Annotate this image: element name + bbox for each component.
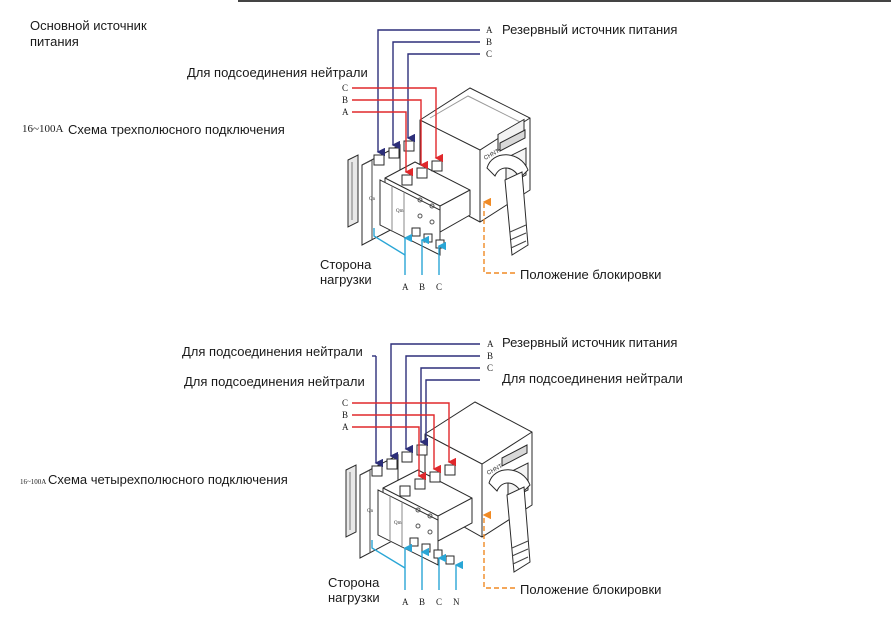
operating-handle xyxy=(488,469,531,494)
phase-label: C xyxy=(486,49,493,59)
current-range: 16~100A xyxy=(22,123,64,135)
qn-mark: Qn xyxy=(367,509,374,514)
phase-label: A xyxy=(487,339,494,349)
backup-lines xyxy=(352,402,456,481)
primary-line-a xyxy=(389,343,480,461)
load-side-label: Сторона xyxy=(328,575,380,590)
backup-line-c xyxy=(352,87,443,163)
diagram-title: Схема четырехполюсного подключения xyxy=(48,472,288,487)
backup-source-label: Резервный источник питания xyxy=(502,335,678,350)
phase-label: C xyxy=(436,597,443,607)
load-side-label-2: нагрузки xyxy=(328,590,380,605)
load-lines xyxy=(373,228,446,275)
phase-label: A xyxy=(402,597,409,607)
backup-source-label: Резервный источник питания xyxy=(502,22,678,37)
backup-line-b xyxy=(352,414,441,474)
neutral-conn-label-2: Для подсоединения нейтрали xyxy=(184,374,365,389)
phase-label: B xyxy=(487,351,494,361)
load-line-left xyxy=(371,540,406,569)
backup-line-a xyxy=(352,426,426,481)
phase-label: C xyxy=(342,398,349,408)
load-line-left xyxy=(373,228,406,256)
three-pole-diagram: CHNT Qn Qm xyxy=(347,29,531,275)
operating-handle xyxy=(486,154,529,179)
phase-label: C xyxy=(342,83,349,93)
lock-pointer-line xyxy=(482,510,515,589)
phase-label: B xyxy=(419,597,426,607)
neutral-conn-label: Для подсоединения нейтрали xyxy=(187,65,368,80)
phase-label: B xyxy=(419,282,426,292)
load-side-label: Сторона xyxy=(320,257,372,272)
switch-device-bottom xyxy=(345,401,533,573)
phase-label: N xyxy=(453,597,460,607)
phase-label: C xyxy=(487,363,494,373)
neutral-conn-label-right: Для подсоединения нейтрали xyxy=(502,371,683,386)
load-lines xyxy=(371,540,463,590)
mount-bracket xyxy=(345,464,357,538)
lock-position-label: Положение блокировки xyxy=(520,267,662,282)
phase-label: A xyxy=(342,422,349,432)
phase-label: B xyxy=(342,410,349,420)
lock-pointer-line xyxy=(482,197,515,274)
primary-line-c xyxy=(406,53,480,143)
load-side-label-2: нагрузки xyxy=(320,272,372,287)
backup-line-a xyxy=(352,111,413,177)
primary-line-b xyxy=(404,355,480,454)
phase-label: B xyxy=(342,95,349,105)
diagram-title: Схема трехполюсного подключения xyxy=(68,122,285,137)
phase-label: A xyxy=(486,25,493,35)
lock-position-label: Положение блокировки xyxy=(520,582,662,597)
backup-line-b xyxy=(352,99,428,170)
neutral-line-right xyxy=(425,379,480,442)
mount-bracket xyxy=(347,154,359,228)
qm-mark: Qm xyxy=(396,209,404,214)
current-range: 16~100A xyxy=(20,478,47,486)
phase-label: C xyxy=(436,282,443,292)
main-source-lines xyxy=(374,343,480,468)
phase-label: A xyxy=(342,107,349,117)
qm-mark: Qm xyxy=(394,521,402,526)
four-pole-diagram: CHNT Qn Qm xyxy=(345,343,533,590)
phase-label: B xyxy=(486,37,493,47)
top-rule xyxy=(238,0,891,2)
primary-line-b xyxy=(391,41,480,150)
switch-device-top xyxy=(347,87,531,256)
phase-label: A xyxy=(402,282,409,292)
main-source-label: Основной источник xyxy=(30,18,147,33)
backup-lines xyxy=(352,87,443,177)
qn-mark: Qn xyxy=(369,197,376,202)
backup-line-c xyxy=(352,402,456,467)
primary-line-c xyxy=(419,367,480,447)
main-source-label-2: питания xyxy=(30,34,79,49)
neutral-conn-label: Для подсоединения нейтрали xyxy=(182,344,363,359)
